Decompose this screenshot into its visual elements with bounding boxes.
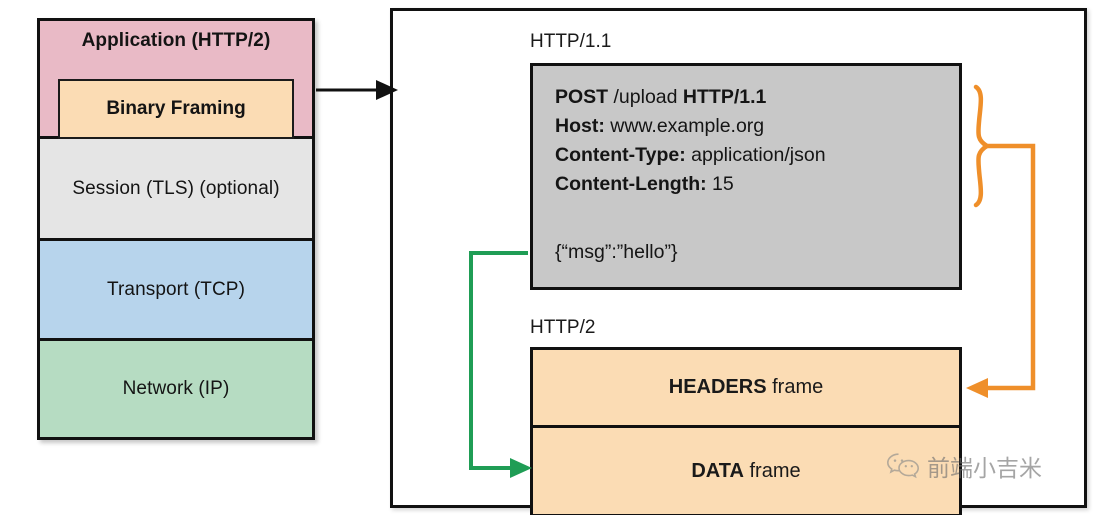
request-version: HTTP/1.1 bbox=[682, 86, 767, 108]
header-host: Host: www.example.org bbox=[555, 112, 826, 141]
stack-layer-transport-label: Transport (TCP) bbox=[106, 278, 246, 300]
data-frame-label: DATA frame bbox=[691, 460, 800, 483]
http11-request-body: {“msg”:”hello”} bbox=[555, 241, 678, 263]
watermark-text: 前端小吉米 bbox=[927, 456, 1042, 482]
http11-request-box: POST /upload HTTP/1.1 Host: www.example.… bbox=[530, 63, 962, 290]
stack-layer-transport: Transport (TCP) bbox=[40, 241, 312, 341]
header-content-length-value: 15 bbox=[712, 173, 734, 195]
binary-framing-box: Binary Framing bbox=[58, 79, 294, 139]
header-host-value: www.example.org bbox=[610, 115, 765, 137]
stack-layer-network-label: Network (IP) bbox=[122, 378, 230, 399]
request-line: POST /upload HTTP/1.1 bbox=[555, 83, 826, 112]
stack-to-panel-arrow bbox=[316, 80, 398, 100]
request-method: POST bbox=[555, 86, 609, 108]
header-content-length: Content-Length: 15 bbox=[555, 170, 826, 199]
headers-frame-suffix: frame bbox=[766, 376, 824, 398]
http11-request-headers: POST /upload HTTP/1.1 Host: www.example.… bbox=[555, 83, 826, 199]
http2-frames-box: HEADERS frame DATA frame bbox=[530, 347, 962, 515]
wechat-icon bbox=[886, 453, 920, 479]
header-content-type-key: Content-Type: bbox=[555, 144, 686, 166]
protocol-stack: Application (HTTP/2) Binary Framing Sess… bbox=[37, 18, 315, 440]
data-frame-name: DATA bbox=[691, 459, 744, 482]
http11-section-label: HTTP/1.1 bbox=[530, 31, 612, 52]
header-content-length-key: Content-Length: bbox=[555, 173, 707, 195]
header-content-type-value: application/json bbox=[691, 144, 826, 166]
http2-data-frame: DATA frame bbox=[533, 428, 959, 514]
http2-section-label: HTTP/2 bbox=[530, 317, 596, 338]
stack-layer-application-label: Application (HTTP/2) bbox=[81, 30, 271, 51]
headers-frame-label: HEADERS frame bbox=[669, 376, 823, 399]
header-content-type: Content-Type: application/json bbox=[555, 141, 826, 170]
binary-framing-label: Binary Framing bbox=[106, 98, 246, 119]
headers-frame-name: HEADERS bbox=[668, 376, 767, 398]
header-host-key: Host: bbox=[555, 115, 605, 137]
stack-layer-session: Session (TLS) (optional) bbox=[40, 139, 312, 241]
http2-headers-frame: HEADERS frame bbox=[533, 350, 959, 428]
stack-layer-session-label: Session (TLS) (optional) bbox=[72, 177, 280, 199]
wechat-watermark: 前端小吉米 bbox=[886, 449, 1042, 483]
data-frame-suffix: frame bbox=[743, 459, 801, 482]
stack-layer-network: Network (IP) bbox=[40, 341, 312, 437]
request-path: /upload bbox=[613, 86, 678, 108]
